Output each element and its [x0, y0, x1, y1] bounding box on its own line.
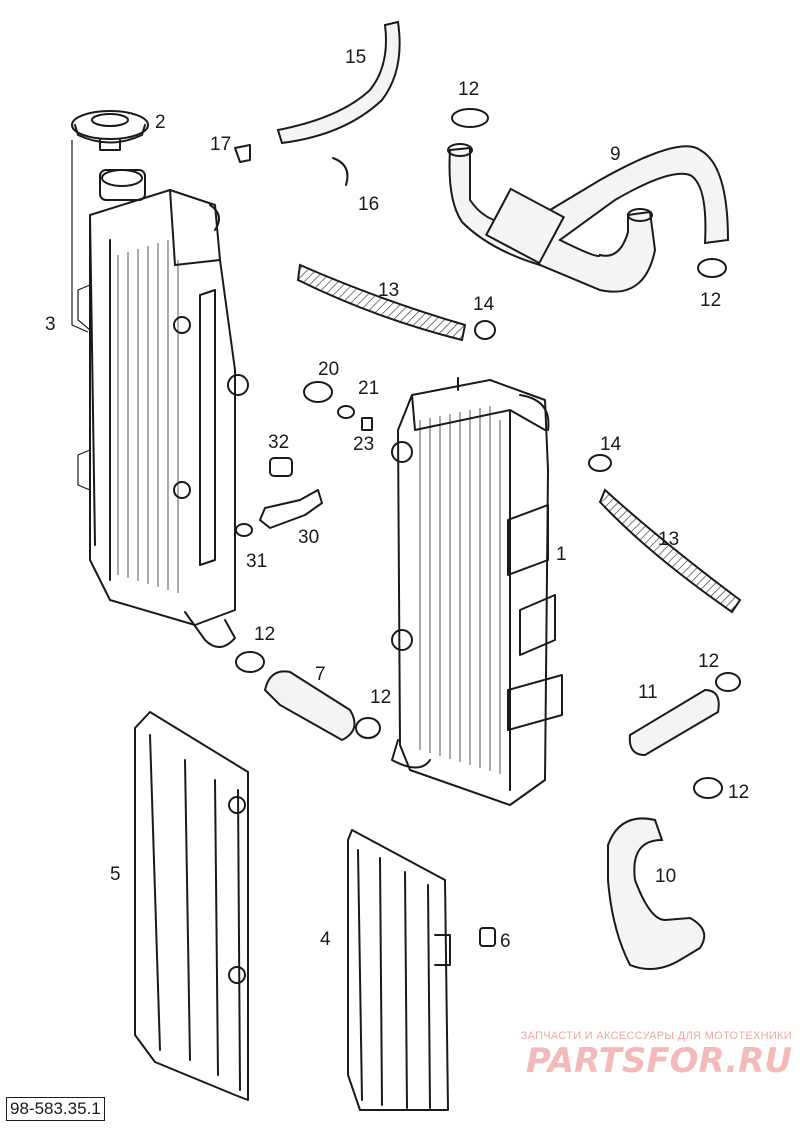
callout-21: 21: [358, 378, 379, 399]
callout-12: 12: [698, 651, 719, 672]
lower-hose-right: [628, 688, 720, 757]
callout-12: 12: [254, 624, 275, 645]
callout-13: 13: [658, 529, 679, 550]
elbow-hose: [607, 817, 706, 970]
left-radiator: [71, 140, 249, 648]
callout-30: 30: [298, 527, 319, 548]
small-clamp: [234, 144, 251, 163]
washer: [337, 405, 355, 419]
callout-20: 20: [318, 359, 339, 380]
diagram-part-number: 98-583.35.1: [6, 1097, 105, 1121]
callout-2: 2: [155, 112, 166, 133]
right-radiator: [391, 377, 563, 806]
breather-hose-right: [598, 488, 742, 614]
radiator-cap: [71, 110, 149, 151]
callout-14: 14: [600, 434, 622, 455]
sealing-ring: [235, 523, 253, 537]
watermark-tagline: ЗАПЧАСТИ И АКСЕССУАРЫ ДЛЯ МОТОТЕХНИКИ: [520, 1030, 792, 1042]
callout-5: 5: [110, 864, 121, 885]
callout-17: 17: [210, 134, 231, 155]
right-shroud: [347, 829, 451, 1111]
temperature-sensor: [259, 489, 323, 529]
callout-12: 12: [700, 290, 721, 311]
callout-23: 23: [353, 434, 374, 455]
hose-clamp: [235, 108, 741, 799]
lower-hose-left: [263, 670, 356, 742]
callout-12: 12: [728, 782, 749, 803]
callout-9: 9: [610, 144, 621, 165]
callout-labels: 1 2 3 4 5 6 7 9 10 11 12 12 12 12 12 12 …: [45, 47, 749, 952]
callout-16: 16: [358, 194, 379, 215]
overflow-hose: [276, 20, 401, 145]
callout-6: 6: [500, 931, 511, 952]
callout-10: 10: [655, 866, 676, 887]
callout-31: 31: [246, 551, 267, 572]
nut: [479, 927, 496, 947]
callout-15: 15: [345, 47, 366, 68]
plug: [269, 457, 293, 477]
bolt: [361, 417, 373, 431]
callout-32: 32: [268, 432, 289, 453]
callout-11: 11: [638, 682, 658, 703]
callout-13: 13: [378, 280, 399, 301]
callout-7: 7: [315, 664, 326, 685]
breather-hose-top: [296, 263, 467, 342]
watermark-logo: PARTSFOR.RU: [526, 1041, 792, 1081]
callout-4: 4: [320, 929, 331, 950]
grommet: [303, 381, 333, 403]
hose-clip: [332, 157, 349, 186]
left-shroud: [134, 711, 249, 1101]
callout-14: 14: [473, 294, 495, 315]
callout-12: 12: [458, 79, 479, 100]
y-hose: [447, 143, 730, 293]
callout-3: 3: [45, 314, 56, 335]
small-hose-clamp: [474, 320, 612, 472]
callout-1: 1: [556, 544, 567, 565]
callout-12: 12: [370, 687, 391, 708]
